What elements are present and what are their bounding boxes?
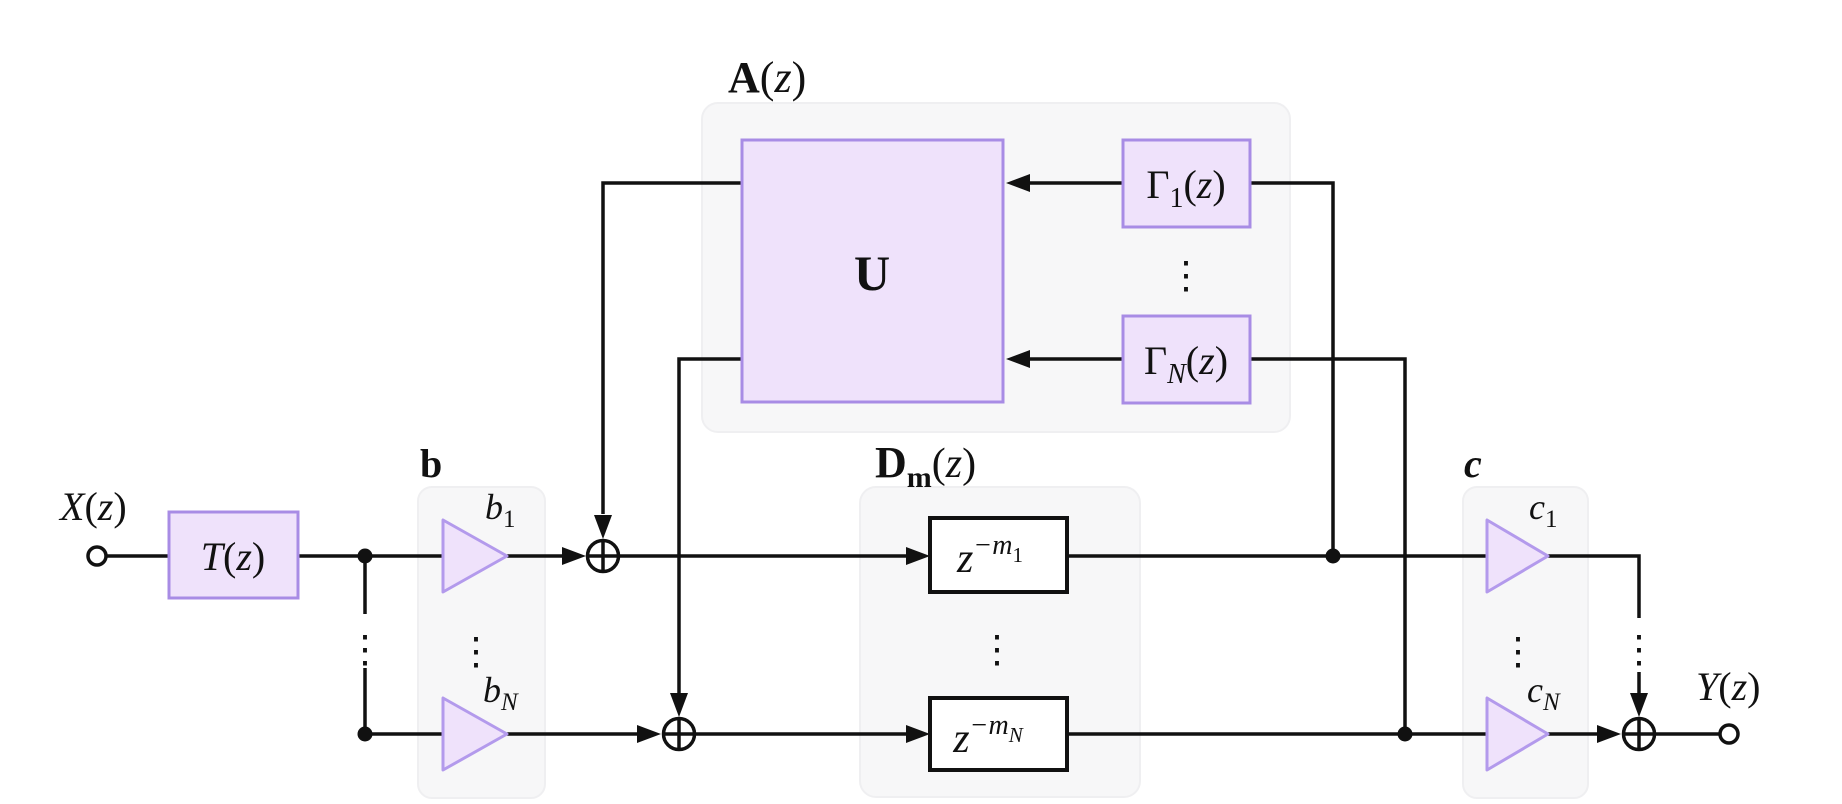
vdots: ⋮ xyxy=(457,629,495,673)
branch-node xyxy=(357,726,373,742)
delayN-label: z−mN xyxy=(952,710,1023,762)
arrowhead xyxy=(1006,350,1030,368)
sum-node-2 xyxy=(661,716,697,752)
branch-node xyxy=(1325,548,1341,564)
gain-triangle-c1 xyxy=(1485,518,1550,594)
arrowhead xyxy=(562,547,586,565)
delay-block-1 xyxy=(928,516,1069,594)
arrowhead xyxy=(906,725,930,743)
wire-feedback-2 xyxy=(677,357,742,694)
gain-cN-label: cN xyxy=(1527,670,1561,716)
vdots: ⋮ xyxy=(346,627,384,671)
wire-tap-2 xyxy=(1250,357,1407,734)
prefilter-block xyxy=(167,510,300,600)
sum-node-output xyxy=(1621,716,1657,752)
arrowhead xyxy=(906,547,930,565)
gain-c1-label: c1 xyxy=(1529,487,1557,533)
gain-triangle-cN xyxy=(1485,696,1550,772)
sum-node-1 xyxy=(585,538,621,574)
gammaN-label: ΓN(z) xyxy=(1144,338,1228,390)
feedback-group-label: A(z) xyxy=(728,53,806,102)
arrowhead xyxy=(670,693,688,717)
vdots: ⋮ xyxy=(1167,253,1205,297)
arrowhead xyxy=(594,515,612,539)
gamma1-label: Γ1(z) xyxy=(1146,162,1225,214)
arrowhead xyxy=(637,725,661,743)
gamma-block-N xyxy=(1121,314,1252,405)
output-signal-label: Y(z) xyxy=(1696,664,1760,709)
gamma-block-1 xyxy=(1121,138,1252,229)
input-signal-label: X(z) xyxy=(58,484,127,529)
feedback-matrix-block xyxy=(740,138,1005,404)
output-gains-group-label: c xyxy=(1464,441,1482,486)
prefilter-label: T(z) xyxy=(201,534,265,579)
delays-group-label: Dm(z) xyxy=(875,438,976,494)
arrowhead xyxy=(1630,693,1648,717)
gain-triangle-b1 xyxy=(441,518,509,594)
branch-node xyxy=(357,548,373,564)
vdots: ⋮ xyxy=(1620,627,1658,671)
gain-b1-label: b1 xyxy=(485,487,516,533)
arrowhead xyxy=(1597,725,1621,743)
wire-feedback-1 xyxy=(601,181,742,514)
output-terminal xyxy=(1718,723,1740,745)
branch-node xyxy=(1397,726,1413,742)
vdots: ⋮ xyxy=(1499,629,1537,673)
vdots: ⋮ xyxy=(978,627,1016,671)
wire-tap-1 xyxy=(1250,181,1335,556)
input-gains-group-label: b xyxy=(420,441,442,486)
gain-bN-label: bN xyxy=(483,670,519,716)
gain-triangle-bN xyxy=(441,696,509,772)
delay-block-N xyxy=(928,696,1069,772)
delay1-label: z−m1 xyxy=(956,530,1023,582)
wire xyxy=(1548,554,1641,618)
feedback-matrix-label: U xyxy=(854,245,890,301)
input-terminal xyxy=(86,545,108,567)
arrowhead xyxy=(1006,174,1030,192)
